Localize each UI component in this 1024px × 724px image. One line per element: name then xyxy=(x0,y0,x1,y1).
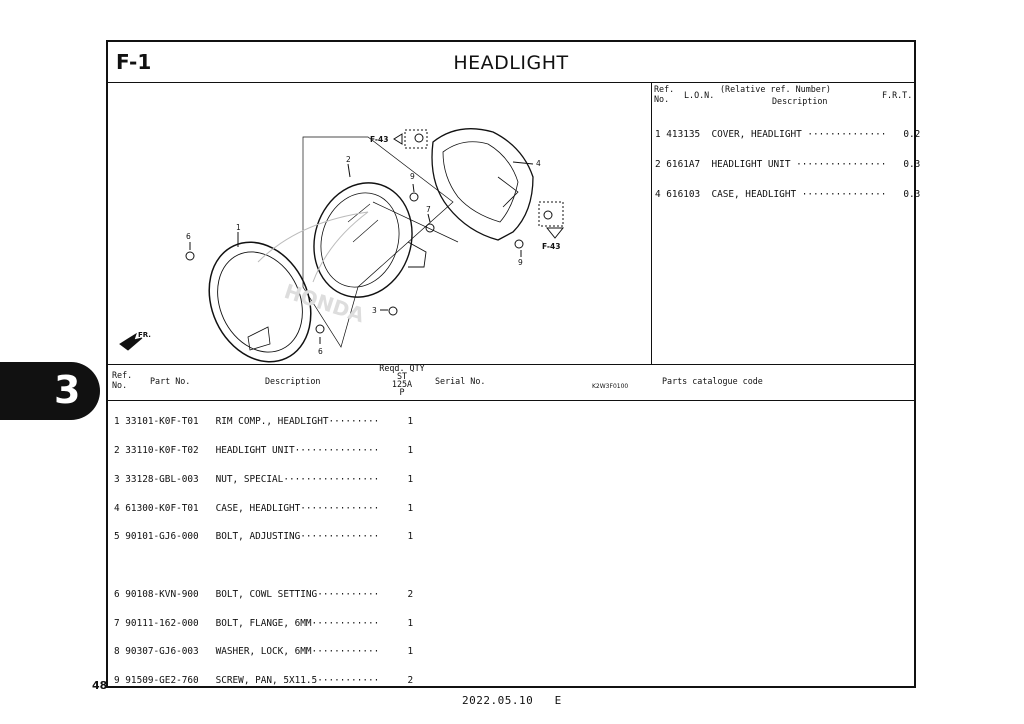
relative-ref-header: (Relative ref. Number) xyxy=(720,84,831,94)
table-row: 7 90111-162-000 BOLT, FLANGE, 6MM·······… xyxy=(114,617,414,629)
parts-table-header-rule xyxy=(108,400,914,401)
table-row: 6 90108-KVN-900 BOLT, COWL SETTING······… xyxy=(114,588,414,600)
callout-9b: 9 xyxy=(518,258,523,267)
description-header: Description xyxy=(265,376,321,386)
parts-list: 1 33101-K0F-T01 RIM COMP., HEADLIGHT····… xyxy=(114,398,413,695)
part-no-header: Part No. xyxy=(150,376,191,386)
callout-1: 1 xyxy=(236,223,241,232)
page-number: 48 xyxy=(92,679,108,692)
serial-no-header: Serial No. xyxy=(435,376,486,386)
lon-list: 1 413135 COVER, HEADLIGHT ··············… xyxy=(655,110,920,210)
parts-ref-header: Ref. No. xyxy=(112,370,133,390)
table-row: 8 90307-GJ6-003 WASHER, LOCK, 6MM·······… xyxy=(114,646,414,658)
illustration-code: K2W3F0100 xyxy=(592,383,629,390)
lon-row: 2 6161A7 HEADLIGHT UNIT ················… xyxy=(655,159,921,170)
f43-ref-top: F-43 xyxy=(370,135,388,144)
footer: 2022.05.10 E xyxy=(462,694,562,707)
front-label: FR. xyxy=(138,331,151,339)
lon-row: 4 616103 CASE, HEADLIGHT ···············… xyxy=(655,189,921,200)
table-row-spacer xyxy=(114,561,413,571)
callout-2: 2 xyxy=(346,155,351,164)
footer-date: 2022.05.10 xyxy=(462,694,534,707)
footer-edition: E xyxy=(554,694,562,707)
exploded-view-drawing: HONDA xyxy=(119,128,565,363)
parts-table-top-rule xyxy=(108,364,914,365)
table-row: 9 91509-GE2-760 SCREW, PAN, 5X11.5······… xyxy=(114,675,414,687)
reqd-qty-header: Reqd. QTY ST 125A P xyxy=(379,363,425,397)
table-row: 5 90101-GJ6-000 BOLT, ADJUSTING·········… xyxy=(114,531,414,543)
parts-page-frame: F-1 HEADLIGHT xyxy=(106,40,916,688)
lon-description-header: Description xyxy=(772,96,828,106)
exploded-view-illustration: HONDA xyxy=(108,82,652,390)
callout-6b: 6 xyxy=(318,347,323,356)
frt-header: F.R.T. xyxy=(882,90,913,100)
lon-header: L.O.N. xyxy=(684,90,715,100)
chapter-tab: 3 xyxy=(0,362,100,420)
page-title: HEADLIGHT xyxy=(453,52,569,74)
callout-4: 4 xyxy=(536,159,541,168)
lon-row: 1 413135 COVER, HEADLIGHT ··············… xyxy=(655,129,921,140)
table-row: 3 33128-GBL-003 NUT, SPECIAL············… xyxy=(114,473,414,485)
f43-ref-right: F-43 xyxy=(542,242,560,251)
table-row: 2 33110-K0F-T02 HEADLIGHT UNIT··········… xyxy=(114,444,414,456)
brand-watermark: HONDA xyxy=(281,279,367,327)
callout-9a: 9 xyxy=(410,172,415,181)
callout-7: 7 xyxy=(426,205,431,214)
lon-ref-header: Ref. No. xyxy=(654,84,675,104)
callout-3: 3 xyxy=(372,306,377,315)
chapter-number: 3 xyxy=(54,368,81,412)
callout-6a: 6 xyxy=(186,232,191,241)
page-header: F-1 HEADLIGHT xyxy=(108,42,914,83)
table-row: 4 61300-K0F-T01 CASE, HEADLIGHT·········… xyxy=(114,502,414,514)
catalogue-code-header: Parts catalogue code xyxy=(662,376,763,386)
section-code: F-1 xyxy=(116,50,152,74)
table-row: 1 33101-K0F-T01 RIM COMP., HEADLIGHT····… xyxy=(114,416,414,428)
